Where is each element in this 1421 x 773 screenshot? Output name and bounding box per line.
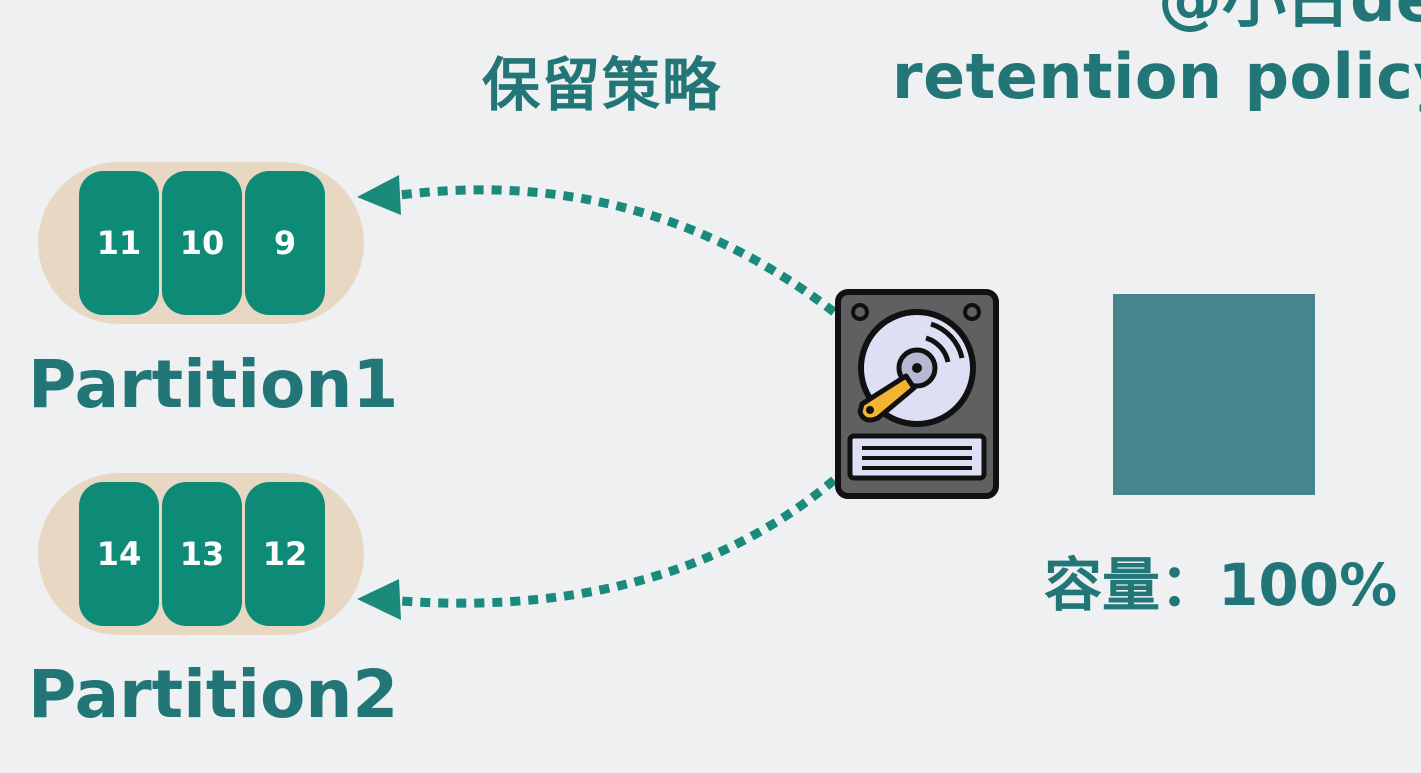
capacity-label: 容量：100% [1044,551,1398,619]
segment: 13 [162,482,242,626]
partition-1-label: Partition1 [28,346,399,423]
partition-2-label: Partition2 [28,656,399,733]
arrowhead-icon [357,579,401,620]
segment: 12 [245,482,325,626]
arrow-to-partition-2 [399,476,837,608]
partition-2-container: 14 13 12 [38,473,364,635]
partition-1-container: 11 10 9 [38,162,364,324]
arrowhead-icon [357,175,401,215]
arrow-to-partition-1 [399,185,837,316]
watermark: @小古dev [1158,0,1421,37]
segment: 14 [79,482,159,626]
title-english: retention policy [892,40,1421,113]
segment: 11 [79,171,159,315]
capacity-box [1113,294,1315,495]
segment: 9 [245,171,325,315]
hard-disk-icon [835,289,999,499]
title-chinese: 保留策略 [482,51,723,119]
segment: 10 [162,171,242,315]
